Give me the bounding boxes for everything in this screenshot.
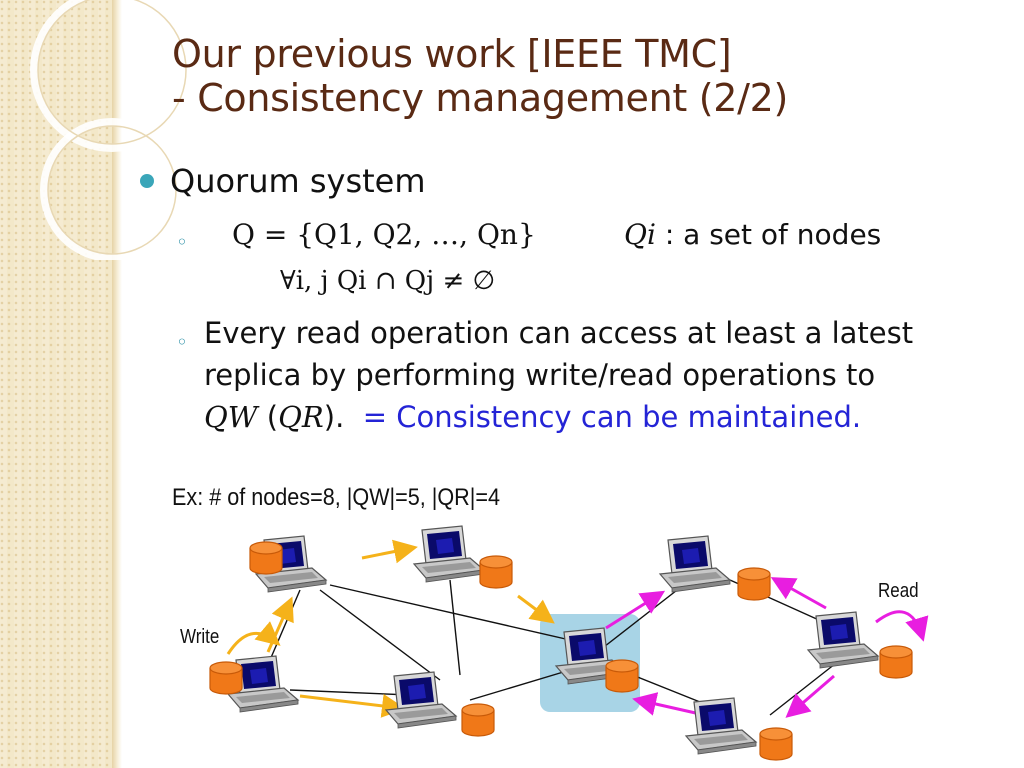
database-icon [249, 541, 283, 575]
laptop-icon [807, 611, 879, 669]
bullet-quorum-system: Quorum system [140, 162, 426, 200]
formula-quorum-set: Q = {Q1, Q2, …, Qn} [232, 218, 536, 251]
sub-bullet-read-text: Every read operation can access at least… [204, 312, 913, 438]
sub-bullet-read: ◦ [176, 322, 188, 356]
read-line-3: QW (QR). = Consistency can be maintained… [204, 400, 862, 434]
slide-title: Our previous work [IEEE TMC] - Consisten… [172, 32, 788, 120]
database-icon [461, 703, 495, 737]
laptop-icon [413, 525, 485, 583]
example-line: Ex: # of nodes=8, |QW|=5, |QR|=4 [172, 484, 501, 511]
ring-bullet-icon: ◦ [176, 230, 188, 254]
qi-definition: Qi : a set of nodes [624, 218, 881, 251]
bullet-text: Quorum system [170, 162, 426, 200]
database-icon [605, 659, 639, 693]
formula-intersection: ∀i, j Qi ∩ Qj ≠ ∅ [280, 266, 496, 296]
consistency-conclusion: = Consistency can be maintained. [362, 400, 862, 434]
laptop-icon [385, 671, 457, 729]
sub-bullet-formula: ◦ [176, 222, 188, 256]
bullet-dot-icon [140, 174, 154, 188]
database-icon [737, 567, 771, 601]
read-arrows [605, 577, 929, 718]
write-arrows [226, 539, 555, 718]
laptop-icon [659, 535, 731, 593]
laptop-icon [685, 697, 757, 755]
sidebar-edge [112, 0, 122, 768]
qw-symbol: QW [204, 400, 258, 434]
title-line-2: - Consistency management (2/2) [172, 76, 789, 120]
qr-symbol: QR [278, 400, 324, 434]
database-icon [879, 645, 913, 679]
write-label: Write [180, 626, 220, 648]
qi-symbol: Qi [624, 218, 656, 251]
read-label: Read [878, 580, 919, 602]
database-icon [759, 727, 793, 761]
decorative-circles [30, 0, 194, 260]
read-line-1: Every read operation can access at least… [204, 316, 914, 350]
qi-description: : a set of nodes [664, 218, 882, 251]
database-icon [479, 555, 513, 589]
title-line-1: Our previous work [IEEE TMC] [172, 32, 732, 76]
read-line-2: replica by performing write/read operati… [204, 358, 876, 392]
database-icon [209, 661, 243, 695]
ring-bullet-icon: ◦ [176, 330, 188, 354]
